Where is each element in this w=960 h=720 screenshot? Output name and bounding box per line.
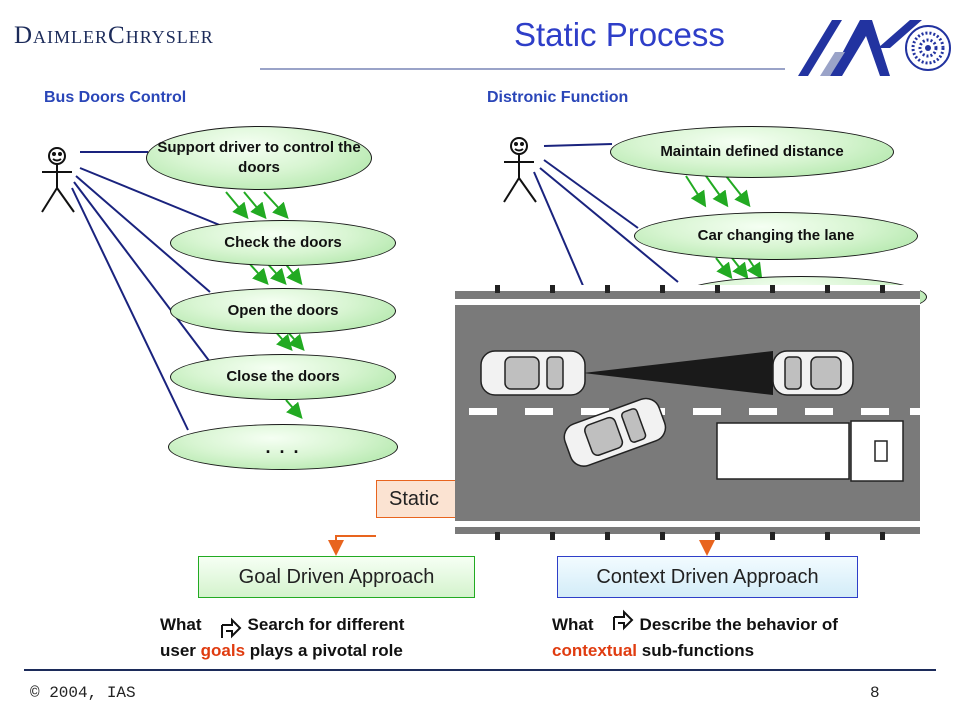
context-driven-box: Context Driven Approach — [557, 556, 858, 598]
bus-actor-links — [71, 151, 223, 431]
context-driven-label: Context Driven Approach — [596, 565, 819, 588]
distronic-heading: Distronic Function — [487, 89, 629, 106]
use-case-maintain-distance: Maintain defined distance — [610, 126, 894, 178]
goal-note-line2-pre: user — [160, 641, 201, 660]
goal-note-line1: Search for different — [247, 615, 405, 634]
context-note-line1: Describe the behavior of — [639, 615, 838, 634]
use-case-close-doors: Close the doors — [170, 354, 396, 400]
use-case-more: . . . — [168, 424, 398, 470]
distronic-actor-icon — [503, 137, 537, 203]
goal-note-line2-post: plays a pivotal role — [245, 641, 403, 660]
bus-actor-icon — [41, 147, 75, 213]
context-arrow-icon — [613, 609, 634, 631]
context-note-what: What — [552, 615, 594, 634]
footer-rule — [24, 669, 936, 671]
use-case-support-driver: Support driver to control the doors — [146, 126, 372, 190]
bus-doors-heading: Bus Doors Control — [44, 89, 187, 106]
goal-note: What Search for different user goals play… — [160, 612, 404, 664]
title-underline — [260, 68, 785, 70]
goal-note-highlight: goals — [200, 641, 246, 660]
use-case-open-doors: Open the doors — [170, 288, 396, 334]
use-case-check-doors: Check the doors — [170, 220, 396, 266]
goal-arrow-icon — [221, 617, 242, 639]
context-note-line2-post: sub-functions — [637, 641, 755, 660]
daimlerchrysler-logo: DaimlerChrysler — [14, 22, 214, 49]
goal-note-what: What — [160, 615, 202, 634]
goal-driven-box: Goal Driven Approach — [198, 556, 475, 598]
distronic-actor-links — [533, 143, 679, 289]
use-case-lane-change: Car changing the lane — [634, 212, 918, 260]
footer-copyright: © 2004, IAS — [30, 684, 136, 702]
approach-flow — [328, 535, 715, 556]
slide-title: Static Process — [514, 16, 725, 53]
page-number: 8 — [870, 684, 880, 702]
goal-driven-label: Goal Driven Approach — [238, 565, 435, 588]
ias-logo-icon — [798, 20, 951, 76]
distronic-road-photo — [455, 285, 920, 540]
context-note-highlight: contextual — [552, 641, 638, 660]
static-root-label: Static — [389, 487, 440, 510]
